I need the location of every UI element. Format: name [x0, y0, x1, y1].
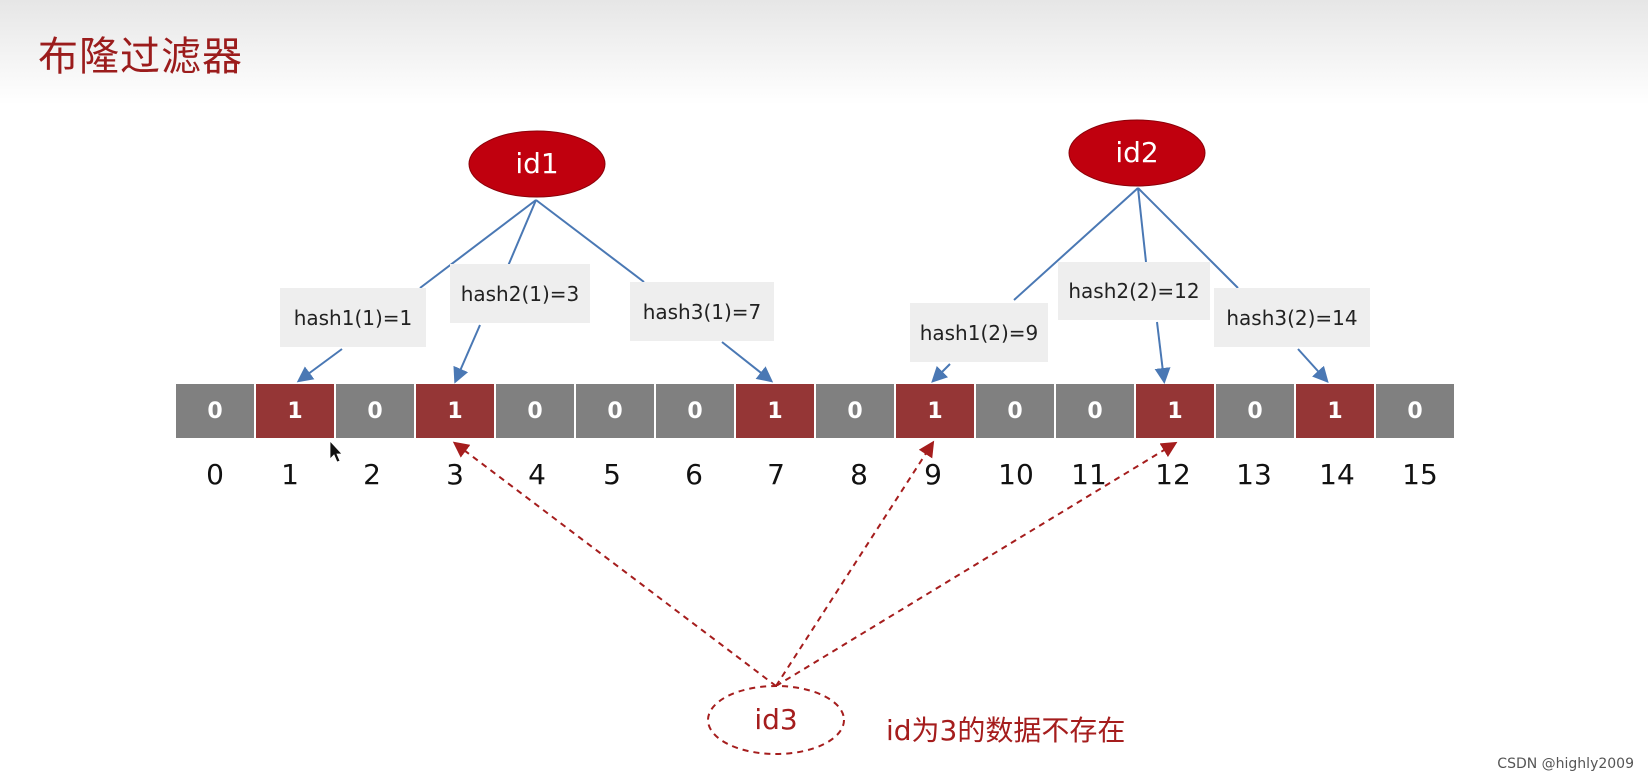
hash-label: hash1(1)=1	[280, 288, 426, 347]
id2-hash3-line	[1137, 187, 1239, 289]
hash-label: hash3(1)=7	[630, 282, 774, 341]
id1-hash3-line	[535, 199, 645, 283]
mouse-cursor-icon	[329, 439, 343, 463]
bit-index: 2	[363, 458, 381, 491]
bit-cell: 0	[1376, 384, 1454, 438]
bit-index: 1	[281, 458, 299, 491]
id3-label: id3	[754, 703, 798, 736]
bit-cell: 0	[496, 384, 574, 438]
watermark: CSDN @highly2009	[1497, 756, 1634, 772]
bit-cell: 1	[416, 384, 494, 438]
bit-index: 15	[1402, 458, 1438, 491]
hash-label: hash1(2)=9	[910, 303, 1048, 362]
id3-node	[707, 685, 845, 755]
id2-hash1-line	[1013, 187, 1139, 301]
hash3-1-arrow	[721, 341, 774, 383]
conclusion-text: id为3的数据不存在	[886, 714, 1126, 747]
hash2-1-arrow	[453, 324, 481, 384]
bit-cell: 1	[1296, 384, 1374, 438]
bit-cell: 1	[736, 384, 814, 438]
bit-index: 11	[1071, 458, 1107, 491]
bit-index: 3	[446, 458, 464, 491]
bit-cell: 0	[576, 384, 654, 438]
bit-index: 13	[1236, 458, 1272, 491]
hash-label: hash2(2)=12	[1058, 262, 1210, 320]
hash3-2-arrow	[1297, 348, 1329, 383]
id1-node	[468, 130, 606, 198]
bit-index: 0	[206, 458, 224, 491]
id2-label: id2	[1115, 136, 1159, 169]
bit-cell: 0	[816, 384, 894, 438]
bit-cell: 1	[896, 384, 974, 438]
id1-hash2-line	[507, 199, 537, 267]
bit-index: 14	[1319, 458, 1355, 491]
hash-label: hash3(2)=14	[1214, 288, 1370, 347]
id3-query-line-12	[775, 441, 1178, 687]
bit-index: 7	[767, 458, 785, 491]
id1-label: id1	[515, 147, 559, 180]
bit-index: 5	[603, 458, 621, 491]
id3-query-line-3	[452, 441, 777, 687]
slide-title: 布隆过滤器	[38, 34, 243, 80]
hash1-1-arrow	[296, 348, 343, 383]
id3-query-line-9	[775, 440, 935, 687]
hash-label: hash2(1)=3	[450, 264, 590, 323]
bit-cell: 0	[976, 384, 1054, 438]
hash2-2-arrow	[1154, 321, 1171, 384]
bit-index: 10	[998, 458, 1034, 491]
bit-cell: 0	[336, 384, 414, 438]
id2-node	[1068, 119, 1206, 187]
bit-index: 12	[1155, 458, 1191, 491]
header-band	[0, 0, 1648, 105]
bit-cell: 0	[656, 384, 734, 438]
bit-cell: 1	[1136, 384, 1214, 438]
bit-cell: 0	[1216, 384, 1294, 438]
bit-cell: 0	[1056, 384, 1134, 438]
bit-index: 6	[685, 458, 703, 491]
id1-hash1-line	[419, 199, 537, 289]
id2-hash2-line	[1137, 187, 1147, 263]
bit-index: 9	[924, 458, 942, 491]
bit-index: 4	[528, 458, 546, 491]
bit-index: 8	[850, 458, 868, 491]
bit-cell: 1	[256, 384, 334, 438]
hash1-2-arrow	[931, 363, 951, 383]
bit-cell: 0	[176, 384, 254, 438]
